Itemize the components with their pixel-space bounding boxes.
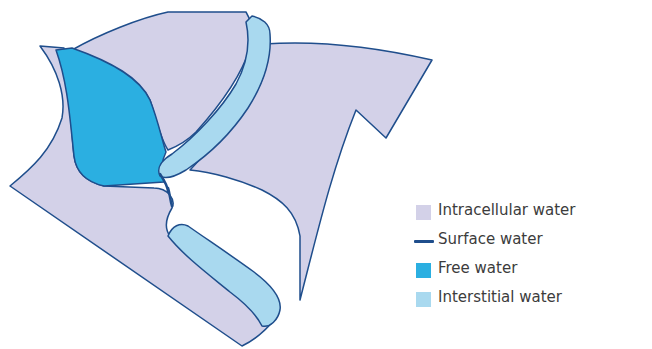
legend-line-sample (414, 240, 434, 243)
free-water-region (56, 48, 166, 186)
legend-swatch (416, 263, 431, 278)
legend-text: Interstitial water (438, 288, 562, 306)
legend: Intracellular waterSurface waterFree wat… (414, 200, 650, 316)
interstitial-water-band (159, 16, 271, 178)
legend-swatch (416, 292, 431, 307)
legend-row: Surface water (414, 229, 650, 258)
surface-water-film (160, 174, 168, 192)
legend-row: Interstitial water (414, 287, 650, 316)
surface-water-film (168, 188, 172, 206)
interstitial-water-band (168, 224, 280, 326)
legend-swatch (416, 205, 431, 220)
legend-text: Intracellular water (438, 201, 576, 219)
legend-row: Free water (414, 258, 650, 287)
legend-text: Free water (438, 259, 517, 277)
legend-row: Intracellular water (414, 200, 650, 229)
legend-text: Surface water (438, 230, 543, 248)
